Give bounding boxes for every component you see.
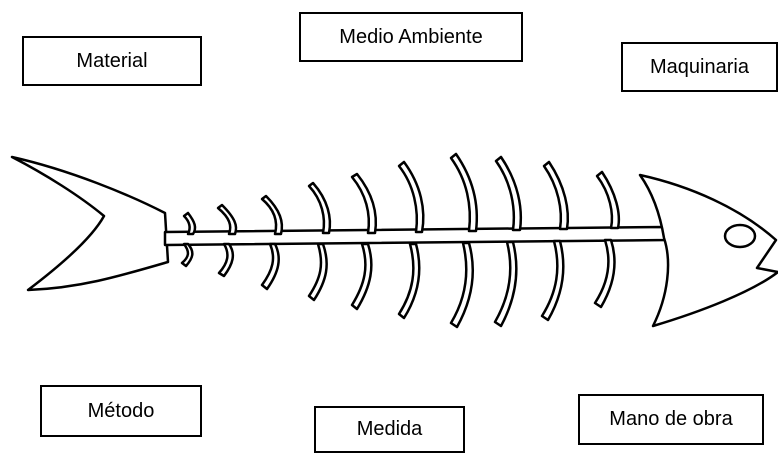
rib [495, 242, 516, 326]
rib [597, 172, 619, 228]
rib [309, 183, 330, 233]
rib [542, 241, 563, 320]
category-box-metodo: Método [40, 385, 202, 437]
rib [309, 244, 327, 300]
rib [496, 157, 521, 230]
fish-eye [725, 225, 755, 247]
category-label-metodo: Método [88, 400, 155, 423]
rib [262, 244, 279, 289]
rib [544, 162, 568, 229]
rib [262, 196, 282, 234]
fish-head [640, 175, 778, 326]
rib [218, 205, 236, 234]
rib [451, 243, 473, 327]
category-label-mano-de-obra: Mano de obra [609, 408, 732, 431]
category-box-mano-de-obra: Mano de obra [578, 394, 764, 445]
category-label-medida: Medida [357, 418, 423, 441]
category-box-maquinaria: Maquinaria [621, 42, 778, 92]
rib [182, 244, 192, 266]
rib [399, 162, 423, 232]
category-box-medida: Medida [314, 406, 465, 453]
rib [595, 240, 614, 307]
tail-fin [12, 157, 168, 290]
rib [219, 244, 233, 276]
rib [352, 244, 371, 309]
category-label-material: Material [76, 50, 147, 73]
category-box-medio-ambiente: Medio Ambiente [299, 12, 523, 62]
rib [399, 244, 419, 318]
category-label-medio-ambiente: Medio Ambiente [339, 26, 482, 49]
category-label-maquinaria: Maquinaria [650, 56, 749, 79]
rib [352, 174, 376, 233]
category-box-material: Material [22, 36, 202, 86]
rib [451, 154, 477, 231]
